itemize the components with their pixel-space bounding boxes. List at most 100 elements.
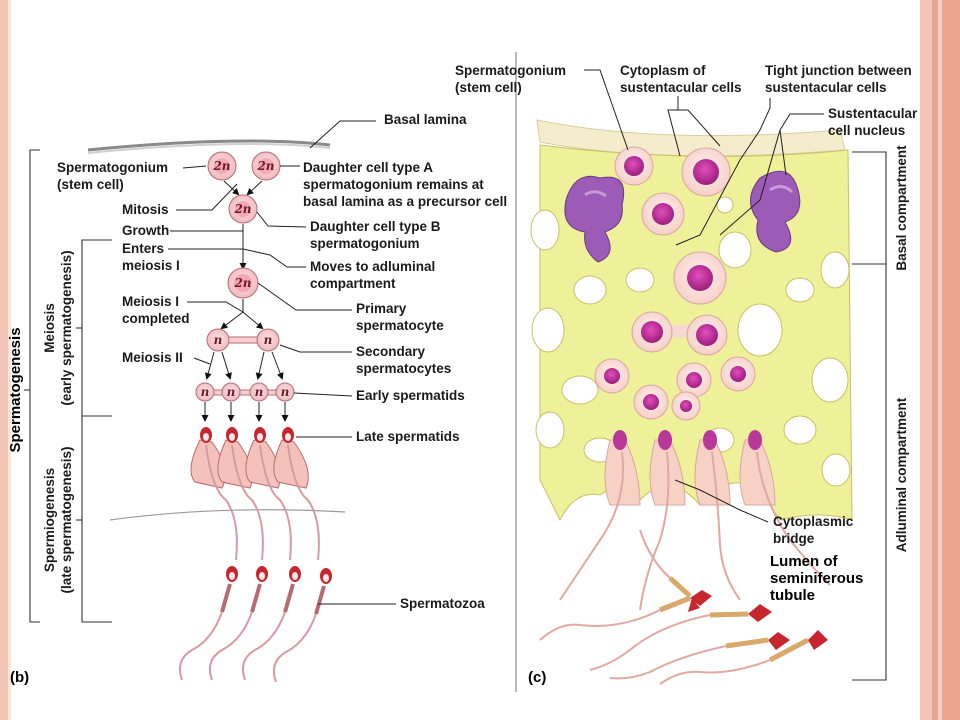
slide-frame-right-outer [932, 0, 960, 720]
lumen-boundary-line [109, 509, 346, 521]
late-spermatids-panel-c [559, 430, 831, 611]
label-moves: Moves to adluminal [310, 259, 435, 274]
early-spermatid-cell: n [195, 382, 215, 402]
stage-mitosis: Mitosis [122, 202, 169, 217]
label-early-spermatids: Early spermatids [356, 388, 465, 403]
early-spermatid-cell: n [275, 382, 295, 402]
basal-lamina-line [87, 139, 331, 152]
primary-spermatocyte-cell: 2n [227, 267, 259, 299]
stage-meiosis2: Meiosis II [122, 350, 183, 365]
c-label-tight-junction: Tight junction between [765, 63, 912, 78]
type-b-spermatogonium-cell: 2n [228, 194, 258, 224]
bracket-label-spermatogenesis: Spermatogenesis [7, 327, 24, 452]
sustentacular-nucleus [564, 175, 625, 263]
label-basal-compartment: Basal compartment [894, 145, 909, 271]
bracket-label-meiosis-sub: (early spermatogenesis) [59, 250, 74, 405]
free-spermatozoa-panel-c [539, 529, 828, 685]
bracket-label-meiosis: Meiosis [42, 303, 57, 353]
early-spermatid-cell [676, 362, 712, 398]
spermatogenesis-figure: 2n 2n 2n 2n n n [7, 52, 918, 692]
label-primary-2: spermatocyte [356, 318, 444, 333]
c-label-nucleus: Sustentacular [828, 106, 918, 121]
label-secondary-2: spermatocytes [356, 361, 451, 376]
late-spermatids-group [190, 427, 320, 561]
c-label-cytoplasm: Cytoplasm of [620, 63, 706, 78]
cell-label-n: n [281, 385, 290, 399]
c-label-lumen-3: tubule [770, 587, 815, 604]
early-spermatid-cell [594, 358, 630, 394]
bracket-label-spermiogenesis-sub: (late spermatogenesis) [59, 446, 74, 593]
early-spermatid-cell [671, 391, 701, 421]
panel-b: 2n 2n 2n 2n n n [7, 112, 507, 686]
late-spermatid-head [254, 427, 266, 443]
cell-label-n: n [264, 333, 273, 347]
label-late-spermatids: Late spermatids [356, 429, 460, 444]
slide-frame-left [0, 0, 8, 720]
type-b-cell [641, 192, 685, 236]
spermatogonium-cell [614, 146, 654, 186]
cell-label-2n: 2n [256, 159, 274, 173]
label-primary: Primary [356, 301, 407, 316]
spermatogonium-cell-b: 2n [251, 151, 281, 181]
early-spermatid-cell [720, 356, 756, 392]
secondary-spermatocyte-cell [686, 314, 728, 356]
late-spermatid-head [226, 427, 238, 443]
secondary-spermatocyte-cell: n [206, 328, 230, 352]
label-daughter-b: Daughter cell type B [310, 219, 441, 234]
spermatogonium-cell-a: 2n [207, 151, 237, 181]
cell-label-n: n [214, 333, 223, 347]
stage-enters-meiosis-sub: meiosis I [122, 258, 180, 273]
secondary-spermatocyte-cell: n [256, 328, 280, 352]
panel-c: Spermatogonium (stem cell) Cytoplasm of … [455, 63, 918, 686]
stage-enters-meiosis: Enters [122, 241, 164, 256]
adluminal-compartment-bracket [852, 263, 887, 681]
basal-compartment-bracket [852, 151, 887, 265]
c-label-lumen: Lumen of [770, 553, 838, 570]
c-label-cytoplasm-sub: sustentacular cells [620, 80, 742, 95]
panel-c-label: (c) [528, 669, 546, 686]
secondary-spermatocyte-cell [631, 311, 673, 353]
c-label-tight-junction-sub: sustentacular cells [765, 80, 887, 95]
cell-label-n: n [201, 385, 210, 399]
bracket-label-spermiogenesis: Spermiogenesis [42, 468, 57, 572]
label-daughter-a-3: basal lamina as a precursor cell [303, 194, 507, 209]
c-label-nucleus-sub: cell nucleus [828, 123, 905, 138]
label-basal-lamina: Basal lamina [384, 112, 467, 127]
stage-growth: Growth [122, 223, 169, 238]
intercellular-spaces [530, 175, 851, 487]
spermatogenesis-bracket [24, 149, 40, 623]
cell-label-2n: 2n [212, 159, 230, 173]
primary-spermatocyte-cell [673, 251, 727, 305]
label-adluminal-compartment: Adluminal compartment [894, 397, 909, 552]
stage-meiosis1-completed-sub: completed [122, 311, 190, 326]
spermatozoa-group [179, 566, 332, 683]
early-spermatid-cell: n [249, 382, 269, 402]
cell-label-n: n [227, 385, 236, 399]
label-moves-2: compartment [310, 276, 396, 291]
early-spermatid-cell: n [221, 382, 241, 402]
germ-cells-panel-c [594, 146, 756, 421]
late-spermatid-head [200, 427, 212, 443]
label-spermatozoa: Spermatozoa [400, 596, 485, 611]
label-secondary: Secondary [356, 344, 426, 359]
stage-meiosis1-completed: Meiosis I [122, 294, 179, 309]
cell-label-2n: 2n [233, 276, 251, 290]
c-label-spermatogonium: Spermatogonium [455, 63, 566, 78]
c-label-spermatogonium-sub: (stem cell) [455, 80, 522, 95]
slide-frame-left-inner [8, 0, 11, 720]
stage-spermatogonium: Spermatogonium [57, 160, 168, 175]
c-label-cytoplasmic-bridge: Cytoplasmic [773, 514, 854, 529]
cell-label-n: n [255, 385, 264, 399]
early-spermatid-cell [633, 384, 669, 420]
label-daughter-a: Daughter cell type A [303, 160, 433, 175]
label-daughter-a-2: spermatogonium remains at [303, 177, 484, 192]
label-daughter-b-2: spermatogonium [310, 236, 420, 251]
cell-label-2n: 2n [233, 202, 251, 216]
c-label-cytoplasmic-bridge-sub: bridge [773, 531, 815, 546]
stage-spermatogonium-sub: (stem cell) [57, 177, 124, 192]
slide-frame-right-stripe [938, 0, 942, 720]
panel-b-label: (b) [10, 669, 29, 686]
spermatogonium-cell [681, 147, 731, 197]
late-spermatid-head [282, 427, 294, 443]
spermiogenesis-bracket [76, 415, 112, 623]
